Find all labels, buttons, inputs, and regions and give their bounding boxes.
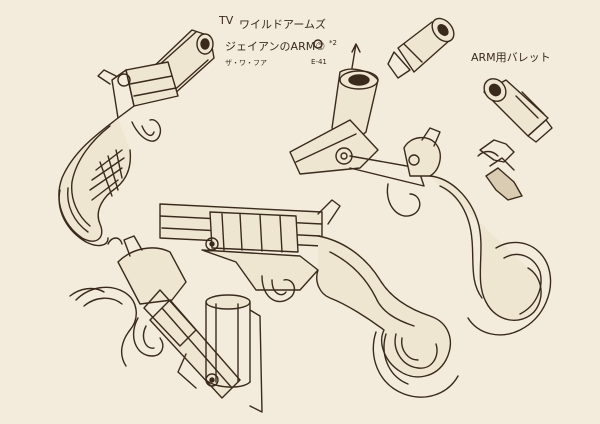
- sheet-code-right: E-41: [311, 58, 327, 66]
- bullet-drawing-top: [387, 17, 455, 79]
- bullet-drawing-bottom: [483, 78, 553, 143]
- sheet-code-left: ザ・ワ・フア: [225, 59, 267, 67]
- revolver-drawing-bottom-left: [75, 235, 241, 399]
- revolver-drawing-break-open: [289, 43, 552, 336]
- barrel-drawing-bottom: [205, 294, 263, 413]
- revolver-drawing-center: [159, 199, 459, 398]
- hand-sketch-right: [477, 150, 499, 157]
- bullet-label: ARM用バレット: [471, 51, 551, 64]
- sheet-note: *2: [329, 39, 337, 47]
- note-mark: [313, 39, 323, 49]
- sheet-subtitle: ジェイアンのARM②: [225, 40, 326, 53]
- revolver-drawing-top-left: [58, 29, 215, 247]
- sheet-title: ワイルドアームズ: [239, 18, 327, 31]
- hand-sketch-left: [69, 237, 123, 297]
- hammer-sketch-right: [479, 139, 523, 201]
- title-mark: TV: [219, 14, 234, 27]
